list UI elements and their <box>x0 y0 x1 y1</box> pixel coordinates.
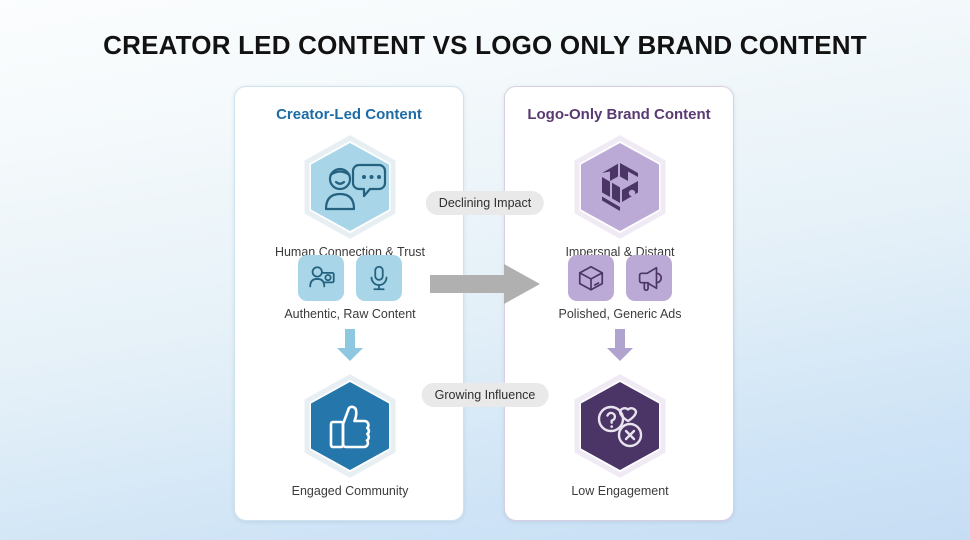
megaphone-icon-tile <box>626 255 672 301</box>
right-arrow-icon <box>428 261 542 312</box>
panel-right-title: Logo-Only Brand Content <box>527 106 711 123</box>
right-row-low-engagement: Low Engagement <box>505 374 735 498</box>
left-row-human-connection: Human Connection & Trust <box>235 135 465 259</box>
cube-logo-icon <box>574 135 666 239</box>
badge-growing-influence: Growing Influence <box>421 383 549 407</box>
down-arrow-blue-icon <box>337 329 363 361</box>
microphone-icon-tile <box>356 255 402 301</box>
left-caption-3: Engaged Community <box>291 484 409 498</box>
right-row-polished-generic: Polished, Generic Ads <box>505 255 735 363</box>
cube-icon <box>578 265 604 291</box>
megaphone-icon <box>638 266 662 292</box>
cube-icon-tile <box>568 255 614 301</box>
left-caption-2: Authentic, Raw Content <box>284 307 416 321</box>
panel-left-title: Creator-Led Content <box>276 106 422 123</box>
left-row-authentic-raw: Authentic, Raw Content <box>235 255 465 363</box>
right-row-impersonal-distant: Impersnal & Distant <box>505 135 735 259</box>
panel-creator-led: Creator-Led Content <box>234 86 464 521</box>
comparison-stage: Creator-Led Content <box>0 86 970 540</box>
person-camera-icon <box>309 266 335 288</box>
left-row-engaged-community: Engaged Community <box>235 374 465 498</box>
microphone-icon <box>370 265 388 291</box>
panel-logo-only: Logo-Only Brand Content <box>504 86 734 521</box>
right-caption-3: Low Engagement <box>571 484 669 498</box>
person-camera-icon-tile <box>298 255 344 301</box>
page-title: CREATOR LED CONTENT VS LOGO ONLY BRAND C… <box>103 30 867 60</box>
question-heart-cross-icon <box>574 374 666 478</box>
right-caption-2: Polished, Generic Ads <box>558 307 682 321</box>
thumbs-up-icon <box>304 374 396 478</box>
down-arrow-purple-icon <box>607 329 633 361</box>
people-speech-bubble-icon <box>304 135 396 239</box>
badge-declining-impact: Declining Impact <box>425 191 545 215</box>
